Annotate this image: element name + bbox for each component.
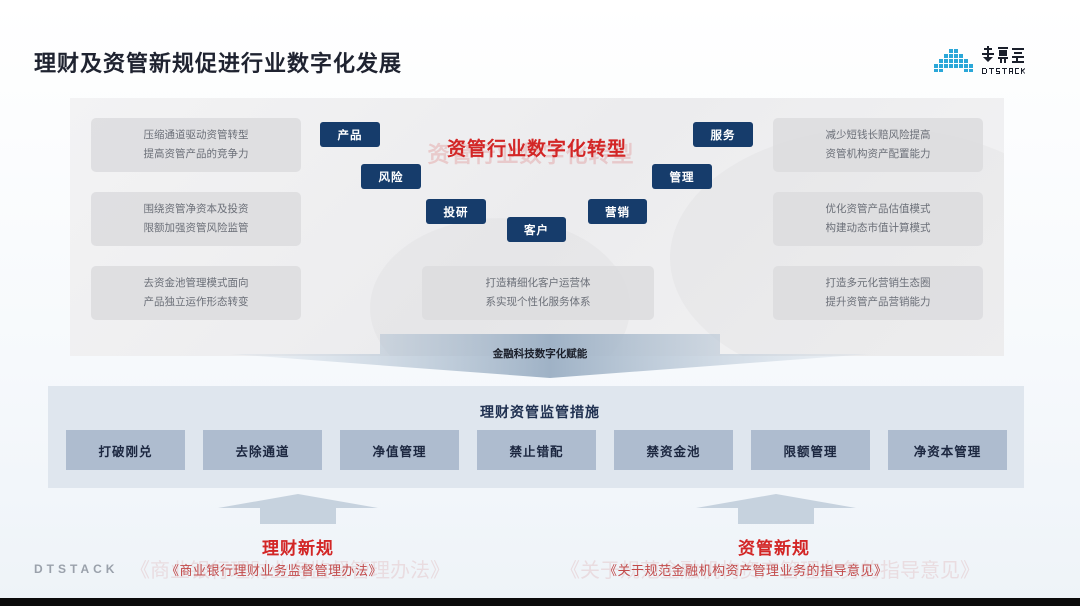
left-regulation-doc: 《商业银行理财业务监督管理办法》: [166, 563, 383, 578]
company-logo: [932, 44, 1048, 76]
left-goal-box-3: 去资金池管理模式面向 产品独立运作形态转变: [91, 266, 301, 320]
node-customer: 客户: [507, 217, 566, 242]
right-goal-box-3: 打造多元化营销生态圈 提升资管产品营销能力: [773, 266, 983, 320]
transformation-title: 资管行业数字化转型 资管行业数字化转型: [70, 134, 1004, 167]
node-investment-research: 投研: [426, 199, 486, 224]
transformation-title-shadow: 资管行业数字化转型: [427, 142, 635, 167]
up-arrow-right: [696, 494, 856, 524]
transformation-panel: 资管行业数字化转型 资管行业数字化转型 压缩通道驱动资管转型 提高资管产品的竞争…: [70, 98, 1004, 356]
page-title: 理财及资管新规促进行业数字化发展: [34, 51, 403, 76]
left-regulation-shadow: 《商业银行理财业务监督管理办法》: [130, 560, 450, 582]
right-regulation-title: 资管新规: [738, 539, 810, 558]
node-service: 服务: [693, 122, 753, 147]
right-goal-box-2: 优化资管产品估值模式 构建动态市值计算模式: [773, 192, 983, 246]
measures-title: 理财资管监管措施: [480, 404, 600, 420]
bottom-bar: [0, 598, 1080, 606]
measure-item-5: 禁资金池: [614, 430, 733, 470]
right-goal-box-1: 减少短钱长赔风险提高 资管机构资产配置能力: [773, 118, 983, 172]
node-management: 管理: [652, 164, 712, 189]
fintech-label: 金融科技数字化赋能: [492, 348, 588, 360]
measure-item-4: 禁止错配: [477, 430, 596, 470]
measure-item-3: 净值管理: [340, 430, 459, 470]
center-goal-box: 打造精细化客户运营体 系实现个性化服务体系: [422, 266, 654, 320]
right-regulation-shadow: 《关于规范金融机构资产管理业务的指导意见》: [560, 560, 980, 582]
node-marketing: 营销: [588, 199, 647, 224]
logo-wordmark: [982, 46, 1025, 74]
left-regulation-title: 理财新规: [262, 539, 334, 558]
transformation-title-text: 资管行业数字化转型: [446, 139, 627, 160]
measure-item-6: 限额管理: [751, 430, 870, 470]
left-goal-box-1: 压缩通道驱动资管转型 提高资管产品的竞争力: [91, 118, 301, 172]
measure-item-7: 净资本管理: [888, 430, 1007, 470]
left-goal-box-2: 围绕资管净资本及投资 限额加强资管风险监管: [91, 192, 301, 246]
node-product: 产品: [320, 122, 380, 147]
cloud-logo-icon: [934, 49, 973, 72]
measure-item-1: 打破刚兑: [66, 430, 185, 470]
up-arrow-left: [218, 494, 378, 524]
watermark: DTSTACK: [34, 562, 119, 576]
node-risk: 风险: [361, 164, 421, 189]
right-regulation-doc: 《关于规范金融机构资产管理业务的指导意见》: [604, 563, 888, 578]
measure-item-2: 去除通道: [203, 430, 322, 470]
fintech-arrow: [230, 334, 870, 378]
